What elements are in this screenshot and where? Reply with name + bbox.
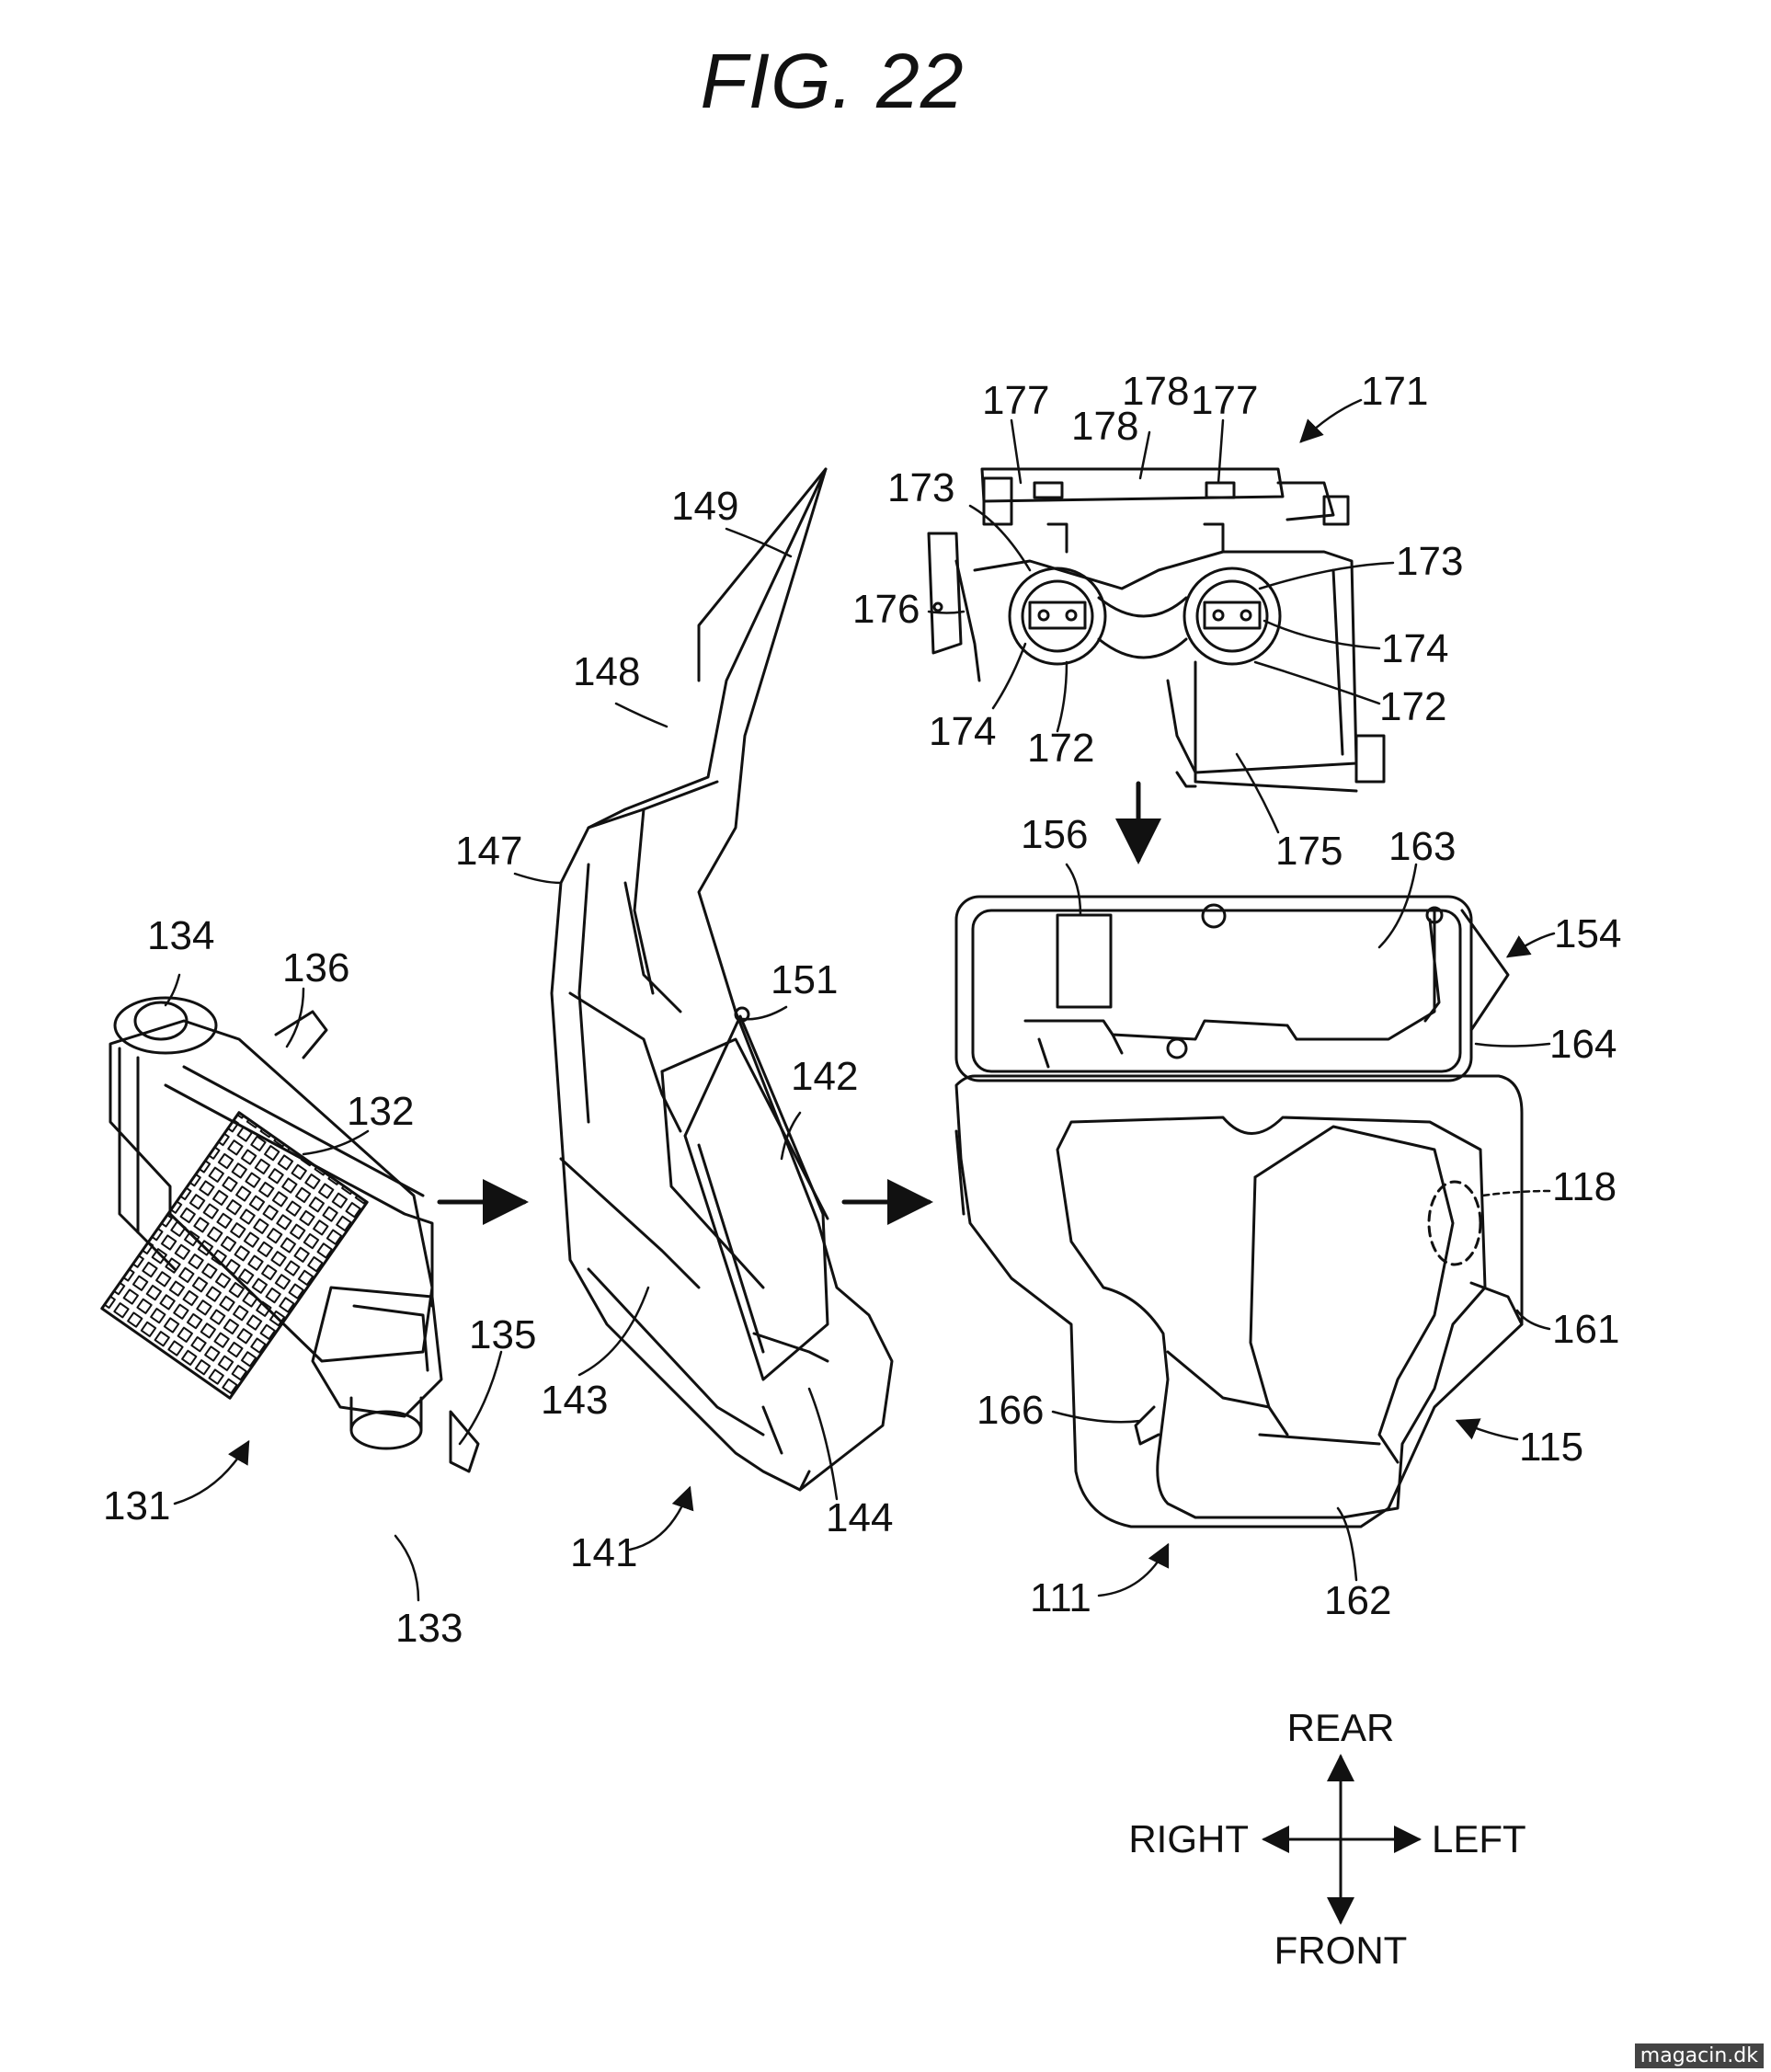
label-164: 164 (1549, 1022, 1617, 1067)
label-131: 131 (103, 1483, 170, 1528)
label-144: 144 (826, 1495, 893, 1540)
label-142: 142 (791, 1054, 858, 1099)
label-176: 176 (852, 587, 920, 632)
flow-arrows (437, 781, 1161, 1225)
label-118: 118 (1552, 1164, 1617, 1209)
label-136: 136 (282, 945, 349, 990)
label-172-right: 172 (1379, 684, 1446, 729)
label-148: 148 (573, 649, 640, 694)
label-173-left: 173 (887, 465, 954, 510)
reference-numerals: 171 177 178 177 178 173 173 176 174 174 … (103, 369, 1621, 1651)
label-147: 147 (455, 829, 522, 874)
figure-title: FIG. 22 (700, 38, 965, 124)
label-166: 166 (977, 1388, 1044, 1433)
label-135: 135 (469, 1312, 536, 1357)
label-178-top: 178 (1122, 369, 1189, 414)
label-178-lower: 178 (1071, 404, 1138, 449)
label-132: 132 (347, 1089, 414, 1134)
label-141: 141 (570, 1530, 637, 1575)
label-171: 171 (1361, 369, 1428, 414)
label-154: 154 (1554, 911, 1621, 956)
label-161: 161 (1552, 1307, 1619, 1352)
label-134: 134 (147, 913, 214, 958)
label-162: 162 (1324, 1578, 1391, 1623)
label-111: 111 (1030, 1575, 1091, 1620)
intercooler-131 (100, 996, 480, 1473)
air-cleaner-111 (954, 895, 1524, 1528)
leader-lines (164, 398, 1556, 1602)
label-151: 151 (771, 957, 838, 1002)
label-133: 133 (395, 1606, 463, 1651)
label-177-right: 177 (1191, 378, 1258, 423)
direction-compass: REAR FRONT RIGHT LEFT (1128, 1706, 1525, 1972)
label-175: 175 (1275, 829, 1343, 874)
label-173-right: 173 (1396, 539, 1463, 584)
label-156: 156 (1021, 812, 1088, 857)
compass-rear-label: REAR (1287, 1706, 1395, 1749)
watermark: magacin.dk (1634, 2043, 1764, 2068)
label-143: 143 (541, 1378, 608, 1423)
label-177-left: 177 (982, 378, 1049, 423)
compass-right-label: RIGHT (1128, 1817, 1249, 1860)
label-174-left: 174 (929, 709, 996, 754)
compass-front-label: FRONT (1274, 1929, 1408, 1972)
label-174-right: 174 (1381, 626, 1448, 671)
throttle-body-171 (927, 467, 1386, 793)
compass-left-label: LEFT (1432, 1817, 1526, 1860)
label-172-left: 172 (1027, 726, 1094, 771)
label-115: 115 (1519, 1425, 1583, 1470)
duct-141 (550, 467, 894, 1492)
label-149: 149 (671, 484, 738, 529)
label-163: 163 (1388, 824, 1456, 869)
